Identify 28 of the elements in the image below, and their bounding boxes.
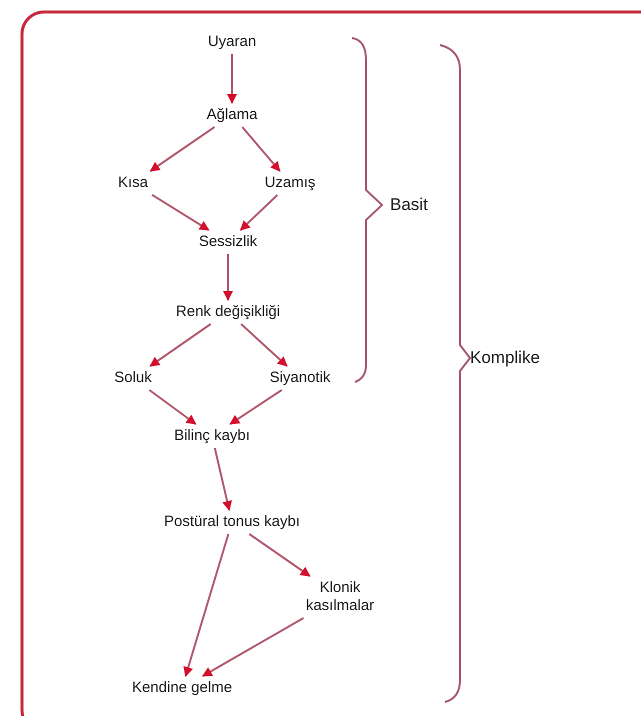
flow-step-text: Postüral tonus kaybı — [164, 513, 300, 531]
flow-step-text: Uyaran — [208, 33, 256, 51]
flow-step-text: Klonik kasılmalar — [285, 579, 395, 615]
flow-step-text: Uzamış — [264, 174, 316, 192]
flow-step-text: Ağlama — [206, 106, 258, 124]
flow-step-text: Siyanotik — [270, 369, 330, 387]
arrow — [183, 534, 230, 677]
flow-step-text: Soluk — [114, 369, 152, 387]
arrow — [240, 194, 278, 231]
arrow — [223, 254, 233, 301]
arrow — [227, 54, 237, 104]
arrow — [149, 323, 212, 367]
flow-step-text: Kısa — [118, 174, 148, 192]
arrow — [241, 126, 281, 172]
arrow — [148, 389, 196, 425]
bracket-label: Basit — [390, 195, 428, 215]
flow-step-text: Sessizlik — [198, 233, 258, 251]
flow-step-text: Bilinç kaybı — [174, 427, 250, 445]
arrow — [151, 194, 210, 231]
arrow — [229, 389, 282, 425]
arrow — [202, 617, 304, 677]
arrow — [240, 323, 288, 367]
bracket-label: Komplike — [470, 348, 540, 368]
flow-step-text: Kendine gelme — [132, 679, 232, 697]
arrow — [150, 126, 216, 172]
arrow — [214, 448, 232, 511]
arrow — [248, 533, 311, 577]
flow-step-text: Renk değişikliği — [176, 303, 280, 321]
